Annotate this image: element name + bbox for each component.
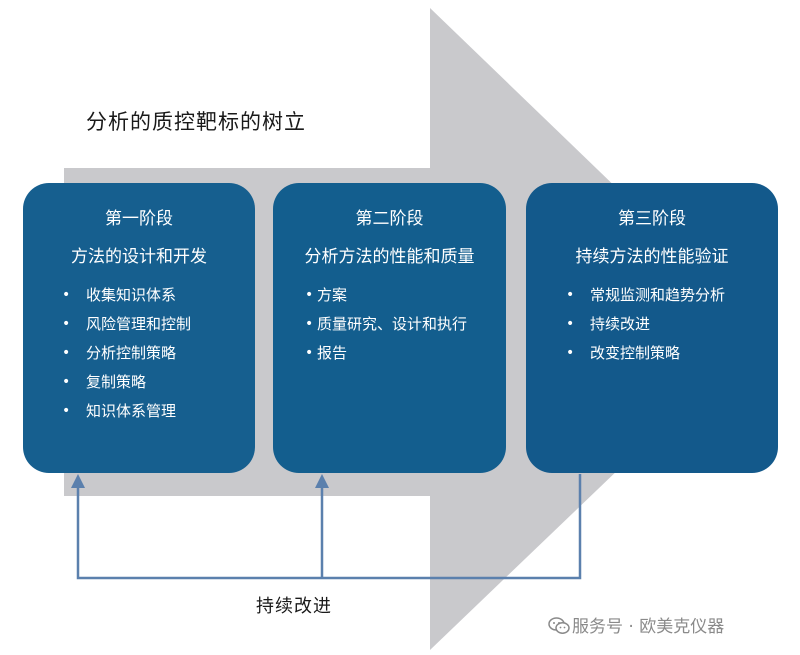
- bullet: •: [62, 345, 71, 361]
- stage-item-list: • 常规监测和趋势分析 • 持续改进 • 改变控制策略: [526, 281, 778, 368]
- watermark: 服务号 · 欧美克仪器: [548, 612, 724, 637]
- list-item: • 风险管理和控制: [23, 310, 255, 339]
- list-item-text: 分析控制策略: [86, 344, 177, 362]
- list-item: • 知识体系管理: [23, 397, 255, 426]
- arrowhead-stage-1: [71, 474, 85, 488]
- arrowhead-stage-2: [315, 474, 329, 488]
- bullet: •: [305, 345, 314, 361]
- bullet: •: [566, 345, 575, 361]
- bullet: •: [62, 316, 71, 332]
- bullet: •: [62, 287, 71, 303]
- feedback-label: 持续改进: [256, 596, 332, 617]
- bullet: •: [305, 316, 314, 332]
- wechat-icon: [548, 617, 570, 634]
- stage-name: 第二阶段: [355, 209, 424, 229]
- stage-subtitle: 方法的设计和开发: [71, 247, 207, 267]
- list-item: •报告: [273, 339, 506, 368]
- list-item-text: 常规监测和趋势分析: [590, 286, 726, 304]
- bullet: •: [566, 287, 575, 303]
- list-item-text: 报告: [317, 344, 348, 362]
- watermark-text: 服务号 · 欧美克仪器: [572, 617, 725, 637]
- list-item: • 复制策略: [23, 368, 255, 397]
- bullet: •: [62, 374, 71, 390]
- stage-subtitle: 分析方法的性能和质量: [304, 247, 475, 267]
- list-item-text: 风险管理和控制: [86, 315, 192, 333]
- bullet: •: [566, 316, 575, 332]
- stage-item-list: •方案 •质量研究、设计和执行 •报告: [273, 281, 506, 368]
- stage-card-1: 第一阶段 方法的设计和开发 • 收集知识体系 • 风险管理和控制 • 分析控制策略 •…: [23, 183, 255, 473]
- stage-card-2: 第二阶段 分析方法的性能和质量 •方案 •质量研究、设计和执行 •报告: [273, 183, 506, 473]
- list-item: • 持续改进: [526, 310, 778, 339]
- stage-card-3: 第三阶段 持续方法的性能验证 • 常规监测和趋势分析 • 持续改进 • 改变控制策略: [526, 183, 778, 473]
- list-item-text: 收集知识体系: [86, 286, 177, 304]
- list-item: •方案: [273, 281, 506, 310]
- list-item-text: 复制策略: [86, 373, 147, 391]
- bullet: •: [305, 287, 314, 303]
- list-item-text: 知识体系管理: [86, 402, 177, 420]
- list-item: • 分析控制策略: [23, 339, 255, 368]
- diagram-title: 分析的质控靶标的树立: [86, 110, 306, 134]
- feedback-return-line: [76, 474, 582, 580]
- stage-name: 第三阶段: [618, 209, 686, 229]
- stage-item-list: • 收集知识体系 • 风险管理和控制 • 分析控制策略 • 复制策略 • 知识体系管理: [23, 281, 255, 426]
- bullet: •: [62, 403, 71, 419]
- list-item: • 收集知识体系: [23, 281, 255, 310]
- list-item-text: 改变控制策略: [590, 344, 681, 362]
- stage-name: 第一阶段: [105, 209, 173, 229]
- list-item-text: 持续改进: [590, 315, 651, 333]
- list-item-text: 方案: [317, 286, 348, 304]
- stage-subtitle: 持续方法的性能验证: [575, 247, 729, 267]
- list-item: • 改变控制策略: [526, 339, 778, 368]
- list-item: •质量研究、设计和执行: [273, 310, 506, 339]
- list-item: • 常规监测和趋势分析: [526, 281, 778, 310]
- list-item-text: 质量研究、设计和执行: [317, 315, 468, 333]
